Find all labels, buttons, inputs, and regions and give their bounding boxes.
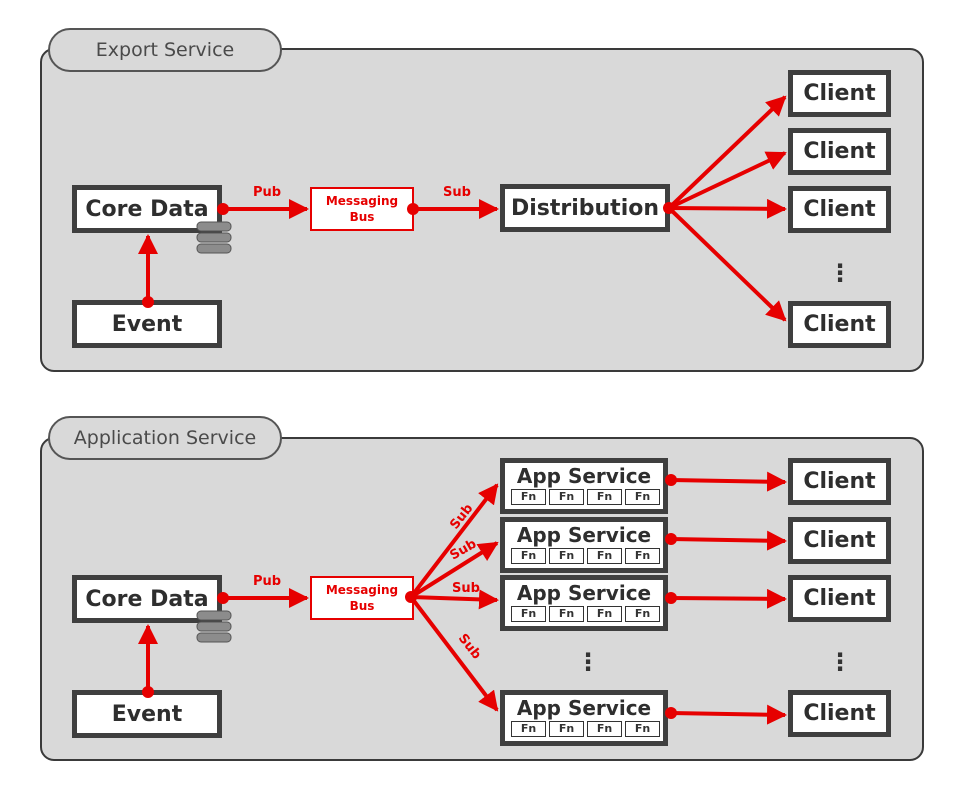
fn-box: Fn (587, 721, 622, 737)
app-service-box-1: App Service Fn Fn Fn Fn (500, 458, 668, 514)
fn-box: Fn (549, 489, 584, 505)
pub-label: Pub (253, 185, 281, 200)
app-to-client-arrow (670, 588, 787, 609)
fn-box: Fn (549, 606, 584, 622)
app-service-box-4: App Service Fn Fn Fn Fn (500, 690, 668, 746)
fn-box: Fn (549, 548, 584, 564)
export-bus-line2: Bus (349, 210, 375, 224)
fn-box: Fn (587, 548, 622, 564)
fn-box: Fn (625, 721, 660, 737)
fn-box: Fn (511, 721, 546, 737)
connector-dots (142, 202, 677, 719)
app-bus-line2: Bus (349, 599, 375, 613)
export-bus-line1: Messaging (325, 194, 399, 208)
sub-arrow (409, 541, 499, 599)
sub-label: Sub (452, 581, 480, 596)
app-to-client-arrow (670, 704, 787, 725)
app-bus-line1: Messaging (325, 583, 399, 597)
fn-box: Fn (625, 606, 660, 622)
fn-box: Fn (511, 548, 546, 564)
app-service-title: App Service (516, 696, 652, 720)
app-client-1: Client (788, 458, 891, 505)
app-to-client-arrow (670, 471, 787, 492)
app-event-box: Event (72, 690, 222, 738)
fn-box: Fn (625, 548, 660, 564)
fn-box: Fn (549, 721, 584, 737)
export-event-box: Event (72, 300, 222, 348)
app-client-4: Client (788, 690, 891, 737)
database-icon (196, 610, 232, 643)
vertical-ellipsis-icon: ··· (835, 252, 845, 294)
fn-box: Fn (587, 489, 622, 505)
pub-label: Pub (253, 574, 281, 589)
sub-arrow (409, 483, 499, 599)
export-client-4: Client (788, 301, 891, 348)
vertical-ellipsis-icon: ··· (835, 641, 845, 683)
app-service-box-3: App Service Fn Fn Fn Fn (500, 575, 668, 631)
dist-to-client-arrow (668, 198, 787, 219)
export-client-1: Client (788, 70, 891, 117)
export-distribution-box: Distribution (500, 184, 670, 232)
sub-arrow (410, 589, 499, 610)
vertical-ellipsis-icon: ··· (583, 641, 593, 683)
app-to-client-arrow (670, 530, 787, 551)
sub-label: Sub (443, 185, 471, 200)
fn-box: Fn (587, 606, 622, 622)
database-icon (196, 221, 232, 254)
sub-arrow (409, 595, 499, 712)
app-service-box-2: App Service Fn Fn Fn Fn (500, 517, 668, 573)
app-service-title: App Service (516, 523, 652, 547)
app-service-title: App Service (516, 581, 652, 605)
app-service-title: App Service (516, 464, 652, 488)
fn-box: Fn (625, 489, 660, 505)
export-client-3: Client (788, 186, 891, 233)
fn-box: Fn (511, 606, 546, 622)
application-service-title: Application Service (48, 416, 282, 460)
dist-to-client-arrow (667, 206, 787, 322)
export-client-2: Client (788, 128, 891, 175)
dist-to-client-arrow (667, 95, 787, 210)
app-client-3: Client (788, 575, 891, 622)
fn-box: Fn (511, 489, 546, 505)
dist-to-client-arrow (668, 151, 787, 210)
app-client-2: Client (788, 517, 891, 564)
export-service-title: Export Service (48, 28, 282, 72)
